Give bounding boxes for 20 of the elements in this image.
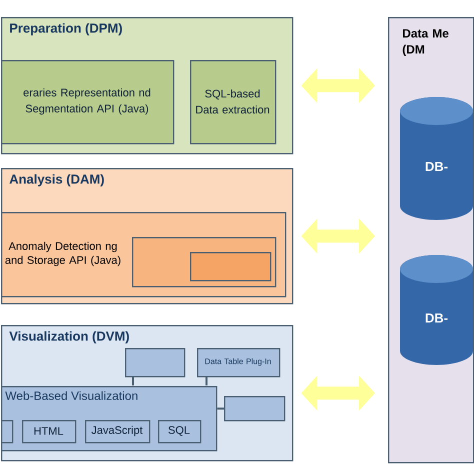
connector-line [217, 408, 224, 410]
connector-line [132, 376, 134, 386]
library-box: Data Table Plug-In [197, 348, 280, 378]
technology-box [1, 420, 14, 444]
component-box: eraries Representation nd Segmentation API (Java) [1, 60, 174, 144]
component-box: SQL-based Data extraction [190, 60, 276, 144]
database-cylinder: DB- [400, 255, 473, 365]
technology-box: HTML [22, 420, 76, 444]
connector-line [206, 376, 208, 386]
library-box [224, 396, 286, 422]
panel-title: Preparation (DPM) [10, 23, 122, 36]
panel-title: Web-Based Visualization [5, 391, 138, 400]
library-box [125, 348, 186, 378]
panel-title: Analysis (DAM) [10, 174, 104, 186]
technology-box: SQL [158, 420, 202, 444]
panel-title: Data Me (DM [402, 29, 448, 56]
database-cylinder: DB- [400, 97, 473, 220]
panel-title: Visualization (DVM) [9, 331, 129, 344]
technology-box: JavaScript [85, 420, 150, 444]
library-box [190, 252, 272, 282]
